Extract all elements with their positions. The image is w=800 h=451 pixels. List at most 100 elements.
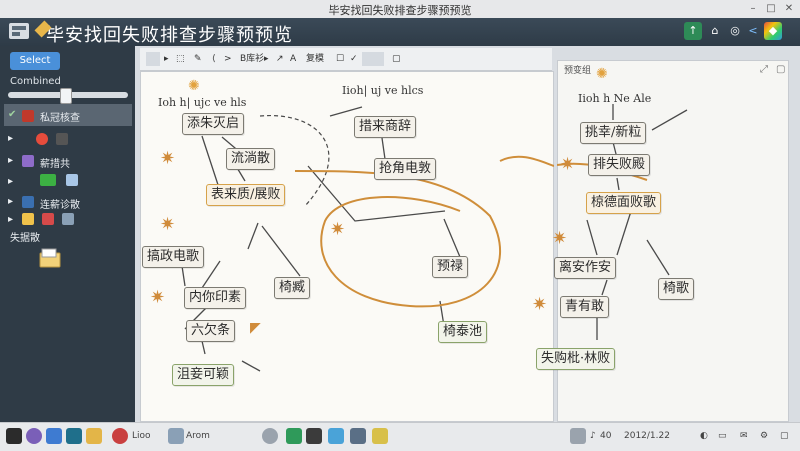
node-10[interactable]: 抢角电敦 — [374, 158, 437, 180]
volume-level: 40 — [600, 431, 612, 441]
font-icon[interactable]: A — [290, 54, 297, 64]
node-r6[interactable]: 失购枇·林败 — [536, 348, 616, 370]
node-4[interactable]: 搞政电歌 — [142, 246, 205, 268]
taskbar-app-icon[interactable] — [262, 428, 278, 444]
pointer-icon[interactable]: ▸ — [164, 54, 169, 64]
sparkle-icon: ✷ — [560, 154, 576, 175]
folder-icon[interactable] — [38, 247, 62, 269]
taskbar-item-label[interactable]: Lioo — [132, 431, 151, 441]
database-icon — [62, 213, 74, 225]
toolbar-item[interactable]: 复模 — [306, 54, 325, 64]
node-3[interactable]: 表来质/展败 — [206, 184, 286, 206]
play-icon[interactable]: ▸ — [264, 54, 269, 64]
check-icon[interactable]: ✓ — [350, 54, 358, 64]
start-icon[interactable] — [6, 428, 22, 444]
slider-handle[interactable] — [60, 88, 72, 104]
record-icon — [36, 133, 48, 145]
taskbar-app-icon[interactable] — [86, 428, 102, 444]
tree-item-label[interactable]: 连薪诊散 — [40, 200, 80, 211]
close-icon[interactable]: ✕ — [784, 3, 794, 14]
combined-label: Combined — [10, 76, 61, 87]
tree-item-label[interactable]: 私冠核查 — [40, 113, 80, 124]
tray-volume-icon[interactable]: ♪ — [590, 431, 596, 441]
node-r2[interactable]: 排失败殿 — [588, 154, 651, 176]
expand-icon[interactable]: ▸ — [8, 214, 14, 225]
pencil-icon[interactable]: ✎ — [194, 54, 202, 64]
taskbar-app-icon[interactable] — [168, 428, 184, 444]
node-6[interactable]: 六欠条 — [186, 320, 236, 342]
share-icon[interactable]: < — [748, 24, 758, 37]
node-1[interactable]: 添朱灭启 — [182, 113, 245, 135]
sketch-note: Iioh| uj ve hlcs — [342, 84, 424, 97]
notification-icon[interactable]: ✉ — [740, 431, 748, 441]
bulb-icon: ✺ — [188, 78, 200, 94]
upload-icon[interactable]: ↑ — [684, 22, 702, 40]
palette-icon[interactable]: ◆ — [764, 22, 782, 40]
arrow-icon[interactable]: ↗ — [276, 54, 284, 64]
node-8[interactable]: 椅臧 — [274, 277, 311, 299]
checkbox-icon[interactable]: ☐ — [336, 54, 345, 64]
sketch-note: Iioh h Ne Ale — [578, 92, 652, 105]
taskbar-app-icon[interactable] — [328, 428, 344, 444]
taskbar-app-icon[interactable] — [306, 428, 322, 444]
sparkle-icon: ✷ — [160, 148, 176, 169]
minimize-icon[interactable]: – — [750, 3, 756, 14]
taskbar — [0, 422, 800, 451]
canvas-toolbar — [140, 48, 552, 71]
folder-red-icon — [22, 110, 34, 122]
group-icon — [22, 155, 34, 167]
tree-item-label[interactable]: 失据散 — [10, 233, 40, 244]
node-7[interactable]: 沮妾可颖 — [172, 364, 235, 386]
tray-icon[interactable] — [570, 428, 586, 444]
node-r3[interactable]: 椋德面败歌 — [586, 192, 662, 214]
node-r7[interactable]: 椅歌 — [658, 278, 695, 300]
expand-icon[interactable]: ▸ — [8, 176, 14, 187]
sparkle-icon: ✷ — [160, 214, 176, 235]
taskbar-app-icon[interactable] — [350, 428, 366, 444]
expand-icon[interactable]: ▸ — [8, 196, 14, 207]
document-icon[interactable]: ▢ — [392, 54, 401, 64]
tree-item-selected[interactable] — [4, 104, 132, 126]
panel-pin-icon[interactable]: ⤢ — [760, 64, 768, 75]
network-icon — [22, 196, 34, 208]
toolbar-item[interactable]: B库衫 — [240, 54, 265, 64]
zoom-select[interactable] — [362, 52, 384, 66]
taskbar-app-icon[interactable] — [112, 428, 128, 444]
sparkle-icon: ✷ — [330, 219, 346, 240]
taskbar-item-label[interactable]: Arom — [186, 431, 210, 441]
node-12[interactable]: 椅泰池 — [438, 321, 488, 343]
grid-icon[interactable] — [146, 52, 160, 66]
node-r4[interactable]: 离安作安 — [554, 257, 617, 279]
battery-icon[interactable]: ▭ — [718, 431, 727, 441]
sketch-note: Ioh h| ujc ve hls — [158, 96, 247, 109]
home-icon[interactable]: ⌂ — [711, 24, 719, 37]
taskbar-app-icon[interactable] — [46, 428, 62, 444]
text-icon[interactable]: ⟨ — [212, 54, 216, 64]
taskbar-app-icon[interactable] — [66, 428, 82, 444]
page-title: 毕安找回失败排查步骤预预览 — [46, 25, 293, 46]
select-button[interactable]: Select — [10, 52, 60, 70]
marquee-icon[interactable]: ⬚ — [176, 54, 185, 64]
target-icon[interactable]: ◎ — [730, 24, 740, 37]
node-r1[interactable]: 挑幸/新粒 — [580, 122, 647, 144]
expand-icon[interactable]: ▸ — [8, 133, 14, 144]
mindmap-canvas[interactable] — [140, 71, 554, 422]
network-icon[interactable]: ◐ — [700, 431, 708, 441]
node-r5[interactable]: 青有敢 — [560, 296, 610, 318]
settings-icon[interactable]: ⚙ — [760, 431, 769, 441]
expand-icon[interactable]: ▸ — [8, 155, 14, 166]
node-11[interactable]: 预禄 — [432, 256, 469, 278]
panel-close-icon[interactable]: ▢ — [776, 64, 786, 75]
tree-item-label[interactable]: 薪措共 — [40, 159, 70, 170]
archive-icon — [22, 213, 34, 225]
maximize-icon[interactable]: □ — [766, 3, 776, 14]
node-5[interactable]: 内你印素 — [184, 287, 247, 309]
taskbar-app-icon[interactable] — [26, 428, 42, 444]
node-2[interactable]: 流淌散 — [226, 148, 276, 170]
taskbar-app-icon[interactable] — [286, 428, 302, 444]
clock[interactable]: 2012/1.22 — [624, 431, 670, 441]
taskbar-app-icon[interactable] — [372, 428, 388, 444]
node-9[interactable]: 措来商辞 — [354, 116, 417, 138]
arrow-right-icon[interactable]: > — [224, 54, 232, 64]
show-desktop-icon[interactable]: ▢ — [780, 431, 789, 441]
